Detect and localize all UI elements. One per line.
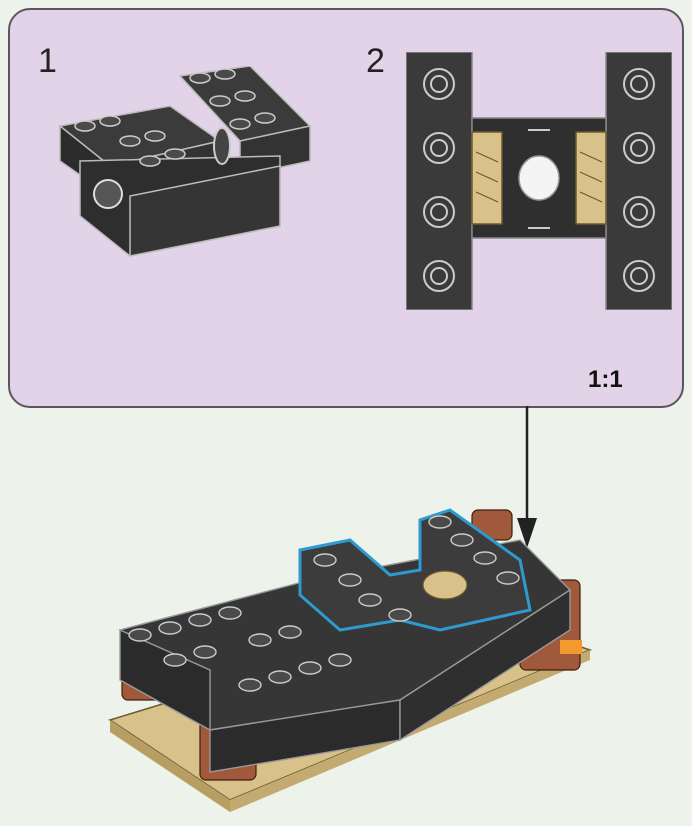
turntable-assembly-icon: [406, 52, 672, 310]
attach-arrow-icon: [517, 406, 537, 548]
scale-label: 1:1: [588, 366, 623, 393]
axle-bracket-brick-icon: [58, 66, 312, 257]
train-chassis-assembly-icon: [108, 508, 593, 812]
substep-number-2: 2: [366, 42, 385, 80]
substep-number-1: 1: [38, 42, 57, 80]
